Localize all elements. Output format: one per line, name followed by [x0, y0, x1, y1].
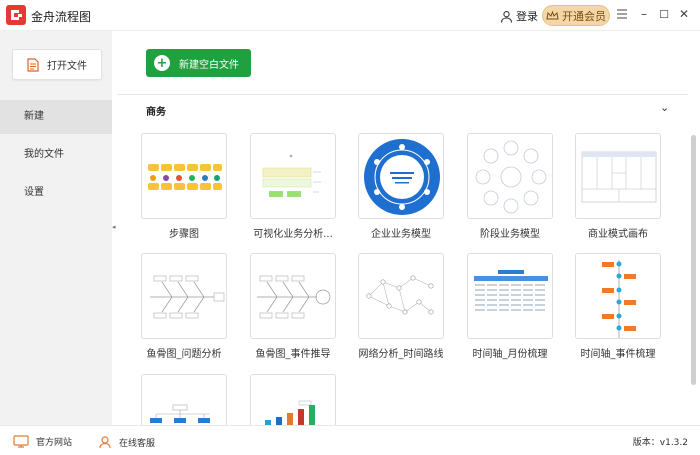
- monitor-icon: [13, 435, 29, 448]
- template-label: 时间轴_月份梳理: [472, 349, 548, 360]
- template-label: 商业模式画布: [588, 229, 648, 240]
- version-text: 版本：v1.3.2: [632, 438, 688, 448]
- official-website-label: 官方网站: [36, 438, 73, 448]
- new-blank-file-button[interactable]: + 新建空白文件: [146, 49, 251, 77]
- login-label: 登录: [516, 10, 538, 23]
- template-label: 步骤图: [169, 229, 199, 240]
- template-label: 鱼骨图_问题分析: [146, 349, 222, 360]
- template-label: 网络分析_时间路线: [358, 349, 444, 360]
- open-file-button[interactable]: 打开文件: [12, 49, 102, 80]
- divider: [118, 94, 688, 95]
- crown-icon: [546, 10, 559, 20]
- template-card[interactable]: [250, 133, 336, 219]
- close-button[interactable]: ✕: [678, 7, 690, 21]
- flow-template-thumbnail: [150, 404, 210, 423]
- footer: 官方网站 在线客服 版本：v1.3.2: [0, 425, 700, 455]
- app-logo-icon: [6, 5, 26, 25]
- title-bar: 金舟流程图 登录 开通会员 – ☐ ✕: [0, 0, 700, 31]
- template-label: 阶段业务模型: [480, 229, 540, 240]
- sidebar-item-my-files[interactable]: 我的文件: [24, 149, 64, 160]
- sidebar: 打开文件 新建 我的文件 设置: [0, 31, 112, 425]
- template-card[interactable]: [250, 253, 336, 339]
- timeline-month-thumbnail: [474, 270, 548, 311]
- step-chart-thumbnail: [148, 164, 222, 190]
- collapse-handle-icon[interactable]: ◂: [112, 223, 116, 231]
- chart-template-thumbnail: [265, 400, 315, 426]
- template-card[interactable]: [467, 253, 553, 339]
- sidebar-item-new[interactable]: 新建: [0, 100, 112, 134]
- fishbone-problem-thumbnail: [150, 275, 225, 319]
- online-service-link[interactable]: 在线客服: [98, 435, 155, 449]
- network-analysis-thumbnail: [366, 275, 434, 315]
- template-label: 可视化业务分析...: [253, 229, 333, 240]
- stage-model-thumbnail: [475, 140, 547, 214]
- template-card[interactable]: [141, 133, 227, 219]
- enterprise-model-thumbnail: [364, 139, 440, 215]
- online-service-label: 在线客服: [119, 438, 156, 449]
- fishbone-event-thumbnail: [257, 275, 331, 319]
- menu-icon[interactable]: [614, 6, 630, 22]
- template-card[interactable]: [575, 133, 661, 219]
- template-card[interactable]: [358, 253, 444, 339]
- template-card[interactable]: [467, 133, 553, 219]
- template-card[interactable]: [575, 253, 661, 339]
- new-blank-file-label: 新建空白文件: [179, 59, 239, 71]
- section-title: 商务: [146, 107, 166, 118]
- main-panel: + 新建空白文件 商务 ⌄: [118, 31, 700, 455]
- open-file-label: 打开文件: [47, 61, 87, 72]
- app-title: 金舟流程图: [31, 10, 92, 24]
- user-icon: [500, 10, 513, 23]
- sidebar-item-settings[interactable]: 设置: [24, 187, 44, 198]
- scrollbar-thumb[interactable]: [691, 135, 696, 385]
- timeline-event-thumbnail: [602, 260, 636, 338]
- template-label: 时间轴_事件梳理: [580, 349, 656, 360]
- vip-button[interactable]: 开通会员: [542, 5, 610, 26]
- document-icon: [27, 57, 39, 72]
- chevron-down-icon[interactable]: ⌄: [660, 101, 670, 114]
- business-canvas-thumbnail: [581, 151, 657, 203]
- template-card[interactable]: [358, 133, 444, 219]
- scrollbar[interactable]: [688, 95, 698, 425]
- plus-icon: +: [154, 55, 170, 71]
- official-website-link[interactable]: 官方网站: [13, 435, 72, 448]
- vip-label: 开通会员: [562, 9, 606, 23]
- template-card[interactable]: [141, 253, 227, 339]
- template-label: 鱼骨图_事件推导: [255, 349, 331, 360]
- maximize-button[interactable]: ☐: [659, 7, 669, 21]
- template-label: 企业业务模型: [371, 229, 431, 240]
- headset-icon: [99, 436, 111, 449]
- minimize-button[interactable]: –: [641, 7, 647, 21]
- visual-business-thumbnail: [262, 154, 321, 197]
- login-button[interactable]: 登录: [500, 8, 538, 24]
